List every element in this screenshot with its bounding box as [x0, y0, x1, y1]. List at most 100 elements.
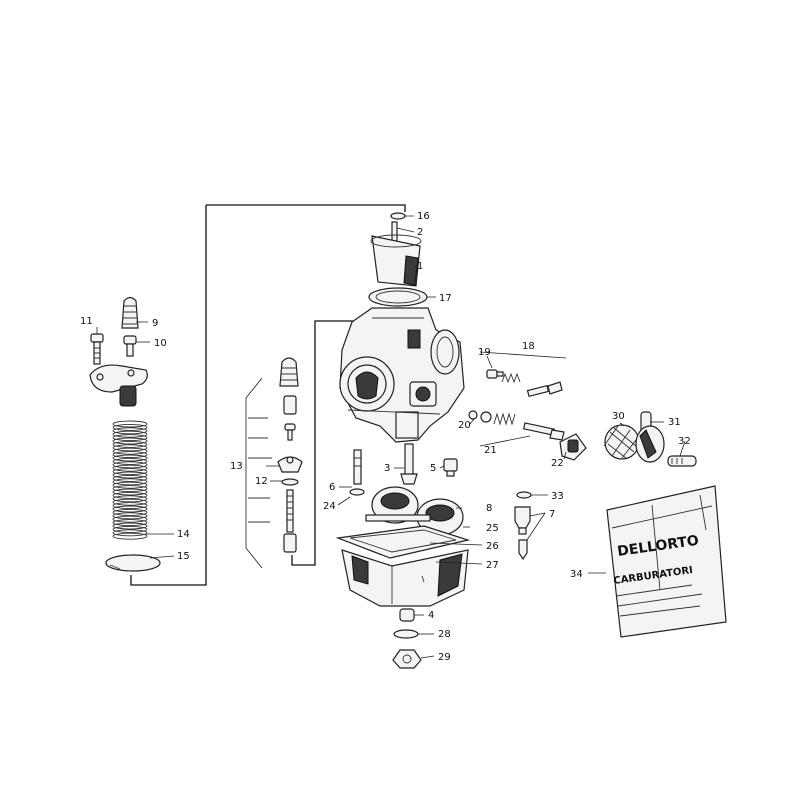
callout-3: 3 — [384, 463, 390, 474]
spring-coil — [112, 505, 148, 513]
callout-20: 20 — [458, 420, 471, 431]
bracket-frame-left — [130, 204, 406, 586]
part-gasket-25 — [335, 525, 471, 559]
spring-coil — [112, 525, 148, 533]
spring-coil — [112, 481, 148, 489]
leader-lines — [96, 215, 686, 659]
part-banjo-bolt-32 — [667, 455, 697, 467]
spring-coil — [112, 430, 148, 438]
part-jet-6 — [353, 449, 362, 485]
callout-12: 12 — [255, 476, 268, 487]
spring-coil — [112, 529, 148, 537]
spring-coil — [112, 437, 148, 445]
spring-coil — [112, 461, 148, 469]
spring-coil — [112, 512, 148, 520]
spring-coil — [112, 447, 148, 455]
part-needle-valve-7 — [514, 506, 531, 561]
part-throttle-slide-1 — [370, 234, 422, 287]
part-drain-screw-29 — [392, 649, 422, 669]
callout-22: 22 — [551, 458, 564, 469]
part-jet-5 — [443, 458, 458, 477]
spring-coil — [112, 485, 148, 493]
part-plug-4 — [399, 608, 415, 622]
callout-19: 19 — [478, 347, 491, 358]
part-knob-22 — [559, 433, 587, 461]
part-floats-8 — [365, 486, 464, 536]
spring-coil — [112, 468, 148, 476]
bracket-frame-center — [291, 320, 355, 566]
part-screw-10 — [123, 335, 137, 357]
part-gasket-17 — [368, 287, 428, 307]
callout-8: 8 — [486, 503, 492, 514]
part-spring-18 — [501, 372, 521, 384]
spring-coil — [112, 519, 148, 527]
callout-6: 6 — [329, 482, 335, 493]
spring-coil — [112, 420, 148, 428]
callout-29: 29 — [438, 652, 451, 663]
callout-33: 33 — [551, 491, 564, 502]
callout-15: 15 — [177, 551, 190, 562]
spring-coil — [112, 498, 148, 506]
callout-14: 14 — [177, 529, 190, 540]
callout-24: 24 — [323, 501, 336, 512]
part-nut-group-13 — [277, 395, 303, 473]
spring-coil — [112, 491, 148, 499]
spring-coil — [112, 434, 148, 442]
callout-25: 25 — [486, 523, 499, 534]
spring-coil — [112, 444, 148, 452]
part-mixture-screw-21 — [522, 422, 565, 441]
spring-coil — [112, 451, 148, 459]
callout-27: 27 — [486, 560, 499, 571]
callout-30: 30 — [612, 411, 625, 422]
callout-labels: 16 2 1 17 9 10 11 14 15 13 12 6 24 3 5 8… — [80, 211, 691, 663]
spring-coil — [112, 457, 148, 465]
callout-28: 28 — [438, 629, 451, 640]
part-idle-screw-18 — [526, 381, 563, 398]
spring-coil — [112, 478, 148, 486]
spring-coil — [112, 464, 148, 472]
part-clip-15 — [105, 554, 161, 572]
callout-26: 26 — [486, 541, 499, 552]
spring-coil — [112, 454, 148, 462]
part-spring-14 — [112, 420, 148, 540]
callout-5: 5 — [430, 463, 436, 474]
spring-coil — [112, 502, 148, 510]
part-banjo-fitting-31 — [635, 411, 665, 463]
part-ring-16 — [390, 212, 406, 220]
part-filter-30 — [603, 424, 640, 460]
spring-coil — [112, 532, 148, 540]
spring-coil — [112, 471, 148, 479]
callout-16: 16 — [417, 211, 430, 222]
spring-coil — [112, 508, 148, 516]
callout-9: 9 — [152, 318, 158, 329]
part-screw-19 — [486, 369, 504, 379]
spring-coil — [112, 515, 148, 523]
callout-10: 10 — [154, 338, 167, 349]
part-cover-plate — [89, 364, 148, 407]
callout-4: 4 — [428, 610, 434, 621]
part-spare-bag-34: DELLORTO CARBURATORI — [606, 485, 727, 638]
spring-coil — [112, 423, 148, 431]
part-needle-screw-13 — [283, 489, 297, 553]
part-carburetor-body — [339, 307, 465, 443]
part-emulsion-tube-3 — [400, 443, 418, 485]
part-washer-20 — [468, 410, 492, 423]
callout-2: 2 — [417, 227, 423, 238]
part-needle-holder-9 — [121, 296, 139, 329]
callout-7: 7 — [549, 509, 555, 520]
callout-17: 17 — [439, 293, 452, 304]
part-oring-28 — [393, 629, 419, 639]
part-washer-24 — [349, 488, 365, 496]
callout-34: 34 — [570, 569, 583, 580]
callout-32: 32 — [678, 436, 691, 447]
callout-1: 1 — [417, 261, 423, 272]
part-washer-12 — [281, 478, 299, 486]
spring-coil — [112, 427, 148, 435]
part-spring-21 — [493, 412, 516, 426]
part-washer-33 — [516, 491, 532, 499]
part-slide-screw-top — [279, 357, 299, 387]
callout-11: 11 — [80, 316, 93, 327]
callout-21: 21 — [484, 445, 497, 456]
